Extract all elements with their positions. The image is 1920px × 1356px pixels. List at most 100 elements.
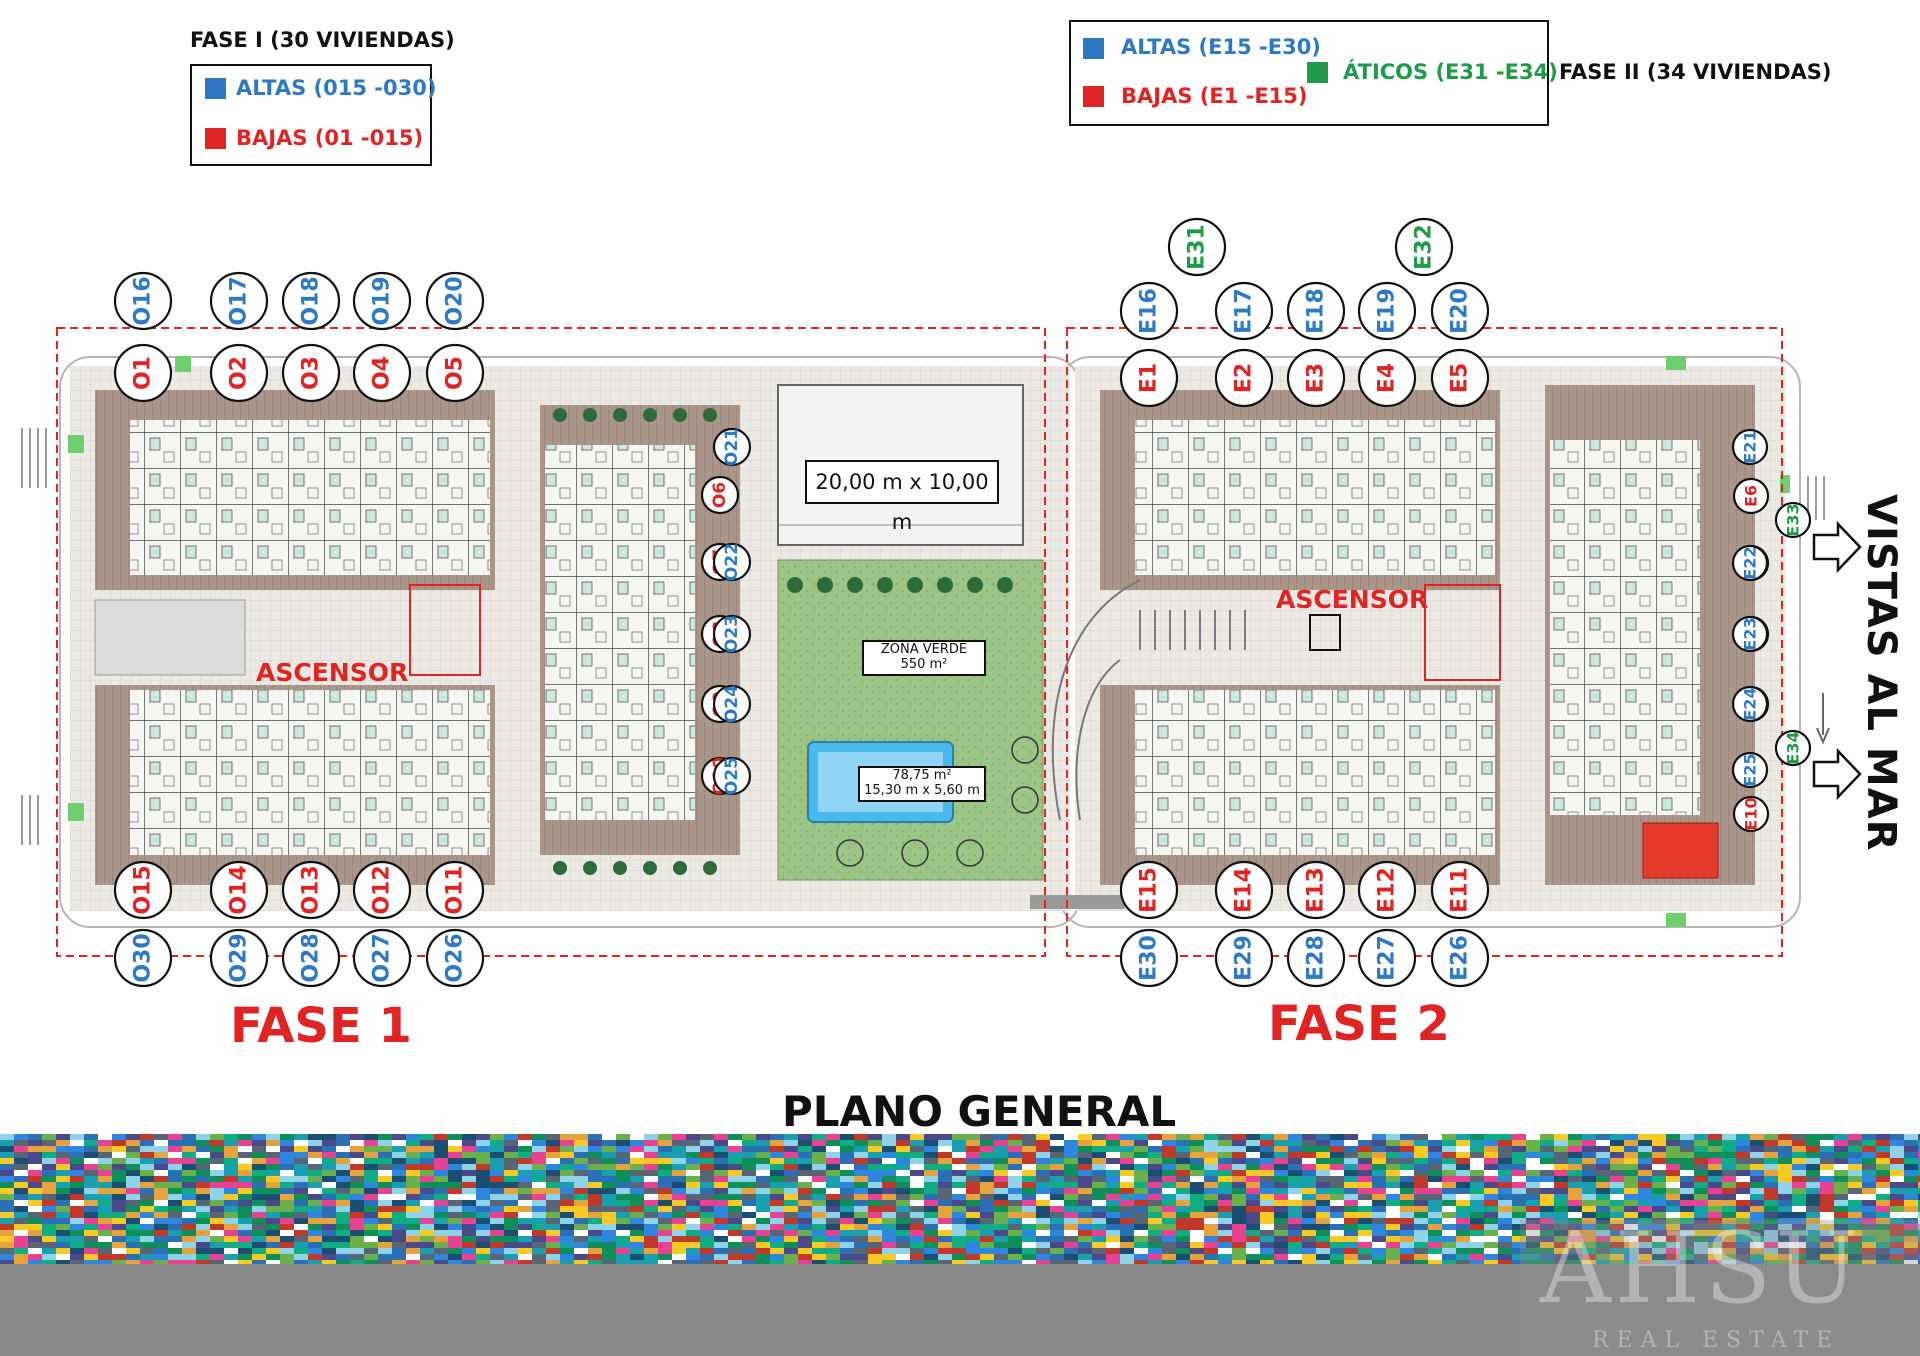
noise-cell xyxy=(644,1230,658,1236)
noise-cell xyxy=(1120,1140,1134,1146)
noise-cell xyxy=(364,1212,378,1218)
noise-cell xyxy=(1134,1230,1148,1236)
noise-cell xyxy=(1428,1146,1442,1152)
noise-cell xyxy=(1428,1170,1442,1176)
noise-cell xyxy=(1106,1260,1120,1264)
noise-cell xyxy=(588,1170,602,1176)
noise-cell xyxy=(672,1248,686,1254)
noise-cell xyxy=(1204,1260,1218,1264)
noise-cell xyxy=(1078,1176,1092,1182)
unit-marker-label: E13 xyxy=(1304,867,1329,913)
noise-cell xyxy=(574,1248,588,1254)
noise-cell xyxy=(1218,1164,1232,1170)
noise-cell xyxy=(938,1164,952,1170)
noise-cell xyxy=(1120,1146,1134,1152)
noise-cell xyxy=(770,1194,784,1200)
noise-cell xyxy=(84,1194,98,1200)
noise-cell xyxy=(1512,1248,1526,1254)
noise-cell xyxy=(1428,1260,1442,1264)
noise-cell xyxy=(448,1260,462,1264)
noise-cell xyxy=(28,1254,42,1260)
noise-cell xyxy=(1890,1194,1904,1200)
noise-cell xyxy=(14,1176,28,1182)
noise-cell xyxy=(434,1152,448,1158)
noise-cell xyxy=(518,1212,532,1218)
noise-cell xyxy=(112,1206,126,1212)
noise-cell xyxy=(1568,1152,1582,1158)
noise-cell xyxy=(588,1248,602,1254)
noise-cell xyxy=(1526,1236,1540,1242)
noise-cell xyxy=(1582,1188,1596,1194)
noise-cell xyxy=(1288,1230,1302,1236)
noise-cell xyxy=(1848,1224,1862,1230)
noise-cell xyxy=(1162,1242,1176,1248)
noise-cell xyxy=(1288,1248,1302,1254)
noise-cell xyxy=(280,1218,294,1224)
noise-cell xyxy=(1288,1158,1302,1164)
noise-cell xyxy=(532,1134,546,1140)
noise-cell xyxy=(280,1230,294,1236)
noise-cell xyxy=(1470,1158,1484,1164)
noise-cell xyxy=(168,1182,182,1188)
noise-cell xyxy=(1890,1206,1904,1212)
noise-cell xyxy=(1848,1230,1862,1236)
noise-cell xyxy=(1414,1242,1428,1248)
noise-cell xyxy=(560,1188,574,1194)
noise-cell xyxy=(168,1224,182,1230)
noise-cell xyxy=(1022,1182,1036,1188)
noise-cell xyxy=(1190,1194,1204,1200)
noise-cell xyxy=(378,1212,392,1218)
noise-cell xyxy=(770,1140,784,1146)
noise-cell xyxy=(1022,1206,1036,1212)
noise-cell xyxy=(1918,1224,1920,1230)
noise-cell xyxy=(1568,1140,1582,1146)
noise-cell xyxy=(1050,1146,1064,1152)
noise-cell xyxy=(210,1206,224,1212)
noise-cell xyxy=(1610,1254,1624,1260)
noise-cell xyxy=(294,1236,308,1242)
noise-cell xyxy=(252,1260,266,1264)
noise-cell xyxy=(294,1260,308,1264)
noise-cell xyxy=(294,1182,308,1188)
noise-cell xyxy=(1918,1206,1920,1212)
noise-cell xyxy=(1778,1188,1792,1194)
noise-cell xyxy=(1596,1194,1610,1200)
noise-cell xyxy=(1092,1140,1106,1146)
noise-cell xyxy=(1736,1212,1750,1218)
noise-cell xyxy=(924,1236,938,1242)
noise-cell xyxy=(98,1200,112,1206)
noise-cell xyxy=(798,1224,812,1230)
noise-cell xyxy=(798,1176,812,1182)
noise-cell xyxy=(0,1182,14,1188)
noise-cell xyxy=(994,1170,1008,1176)
noise-cell xyxy=(196,1200,210,1206)
noise-cell xyxy=(70,1158,84,1164)
noise-cell xyxy=(196,1218,210,1224)
noise-cell xyxy=(700,1140,714,1146)
noise-cell xyxy=(84,1206,98,1212)
noise-cell xyxy=(812,1194,826,1200)
noise-cell xyxy=(1148,1170,1162,1176)
noise-cell xyxy=(980,1206,994,1212)
noise-cell xyxy=(938,1176,952,1182)
noise-cell xyxy=(1582,1158,1596,1164)
noise-cell xyxy=(364,1218,378,1224)
noise-cell xyxy=(630,1242,644,1248)
noise-cell xyxy=(1904,1200,1918,1206)
noise-cell xyxy=(546,1164,560,1170)
noise-cell xyxy=(1092,1164,1106,1170)
noise-cell xyxy=(1204,1182,1218,1188)
noise-cell xyxy=(924,1194,938,1200)
noise-cell xyxy=(1008,1230,1022,1236)
noise-cell xyxy=(154,1236,168,1242)
noise-cell xyxy=(56,1140,70,1146)
noise-cell xyxy=(322,1170,336,1176)
noise-cell xyxy=(196,1242,210,1248)
noise-cell xyxy=(1050,1182,1064,1188)
noise-cell xyxy=(812,1212,826,1218)
noise-cell xyxy=(1666,1224,1680,1230)
noise-cell xyxy=(770,1170,784,1176)
noise-cell xyxy=(1904,1236,1918,1242)
noise-cell xyxy=(1568,1164,1582,1170)
unit-marker-e12: E12 xyxy=(1357,860,1417,920)
